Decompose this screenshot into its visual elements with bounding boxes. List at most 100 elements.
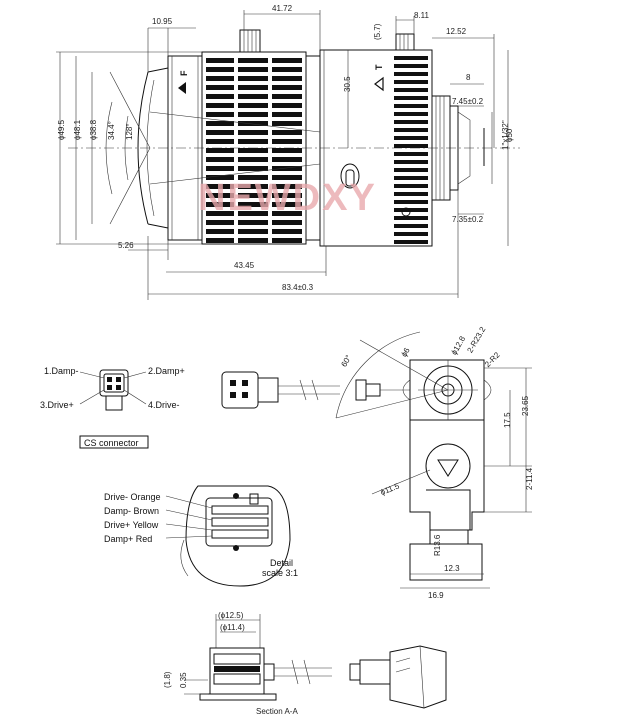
knurl-rib (206, 175, 234, 180)
rear-knurl-rib (394, 168, 428, 172)
wire-drive-minus: Drive- Orange (104, 492, 161, 502)
knurl-rib (272, 121, 302, 126)
knurl-rib (238, 229, 268, 234)
rear-knurl-rib (394, 240, 428, 244)
dim-r2: 2-R2 (483, 350, 502, 369)
knurl-rib (272, 58, 302, 63)
detail-caption: Detail (270, 558, 293, 568)
dim-thread: 1"x1/32" (501, 120, 510, 150)
knurl-rib (206, 238, 234, 243)
focus-arrow-icon (178, 82, 186, 94)
rear-knurl-rib (394, 152, 428, 156)
knurl-rib (272, 220, 302, 225)
knurl-rib (238, 58, 268, 63)
dim-phi12-8: ϕ12.8 (449, 334, 467, 356)
set-screw (401, 207, 411, 217)
knurl-rib (206, 211, 234, 216)
knurl-rib (206, 184, 234, 189)
rear-knurl-rib (394, 224, 428, 228)
zoom-arrow-icon (374, 76, 384, 92)
knurl-rib (206, 229, 234, 234)
dim-17-5: 17.5 (503, 412, 512, 428)
rear-knurl-rib (394, 72, 428, 76)
rear-knurl-rib (394, 208, 428, 212)
knurl-rib (238, 157, 268, 162)
dim-phi11-5: ϕ11.5 (379, 481, 401, 497)
dim-1-8: (1.8) (163, 671, 172, 688)
knurl-rib (238, 112, 268, 117)
zoom-lock-screw (395, 33, 415, 51)
wire-damp-plus: Damp+ Red (104, 534, 152, 544)
knurl-rib (272, 184, 302, 189)
knurl-rib (206, 193, 234, 198)
knurl-rib (238, 202, 268, 207)
front-glass (137, 71, 149, 225)
dim-r23-2: 2-R23.2 (465, 325, 487, 355)
rear-knurl-rib (394, 176, 428, 180)
knurl-rib (238, 94, 268, 99)
dim-angle-34-4: 34.4° (107, 121, 116, 140)
rear-knurl-rib (394, 160, 428, 164)
wire-drive-plus: Drive+ Yellow (104, 520, 159, 530)
rear-knurl-rib (394, 216, 428, 220)
dim-60-deg: 60° (339, 353, 353, 368)
rear-knurl-rib (394, 192, 428, 196)
rear-knurl-rib (394, 80, 428, 84)
dim-8: 8 (466, 73, 471, 82)
knurl-rib (206, 220, 234, 225)
knurl-rib (238, 76, 268, 81)
rear-knurl-rib (394, 184, 428, 188)
knurl-rib (272, 76, 302, 81)
rear-knurl-rib (394, 88, 428, 92)
connector-caption: CS connector (84, 438, 139, 448)
rear-knurl-rib (394, 104, 428, 108)
rear-knurl-rib (394, 128, 428, 132)
detail-scale: scale 3:1 (262, 568, 298, 578)
rear-knurl-rib (394, 112, 428, 116)
dim-41-72: 41.72 (272, 4, 293, 13)
knurl-rib (206, 76, 234, 81)
housing-outline (409, 359, 485, 531)
knurl-rib (272, 211, 302, 216)
knurl-rib (238, 130, 268, 135)
dim-12-52: 12.52 (446, 27, 467, 36)
knurl-ribs (206, 58, 302, 243)
dim-8-11: 8.11 (414, 11, 430, 20)
knurl-rib (238, 211, 268, 216)
dim-12-3: 12.3 (444, 564, 460, 573)
knurl-rib (272, 175, 302, 180)
dim-16-9: 16.9 (428, 591, 444, 600)
knurl-rib (272, 193, 302, 198)
knurl-rib (272, 148, 302, 153)
knurl-rib (272, 229, 302, 234)
knurl-rib (272, 139, 302, 144)
dim-30-5: 30.5 (343, 76, 352, 92)
knurl-rib (238, 85, 268, 90)
knurl-rib (206, 67, 234, 72)
knurl-rib (238, 175, 268, 180)
cs-connector-pinout: 1.Damp- 2.Damp+ 3.Drive+ 4.Drive- CS con… (40, 366, 185, 449)
knurl-rib (238, 67, 268, 72)
pin-4: 4.Drive- (148, 400, 180, 410)
knurl-rib (238, 193, 268, 198)
knurl-rib (206, 148, 234, 153)
dim-phi48-1: ϕ48.1 (73, 119, 82, 140)
rear-knurl-rib (394, 232, 428, 236)
pin-3: 3.Drive+ (40, 400, 74, 410)
knurl-rib (272, 130, 302, 135)
knurl-rib (272, 85, 302, 90)
dim-11-4: 2-11.4 (525, 467, 534, 490)
dim-23-65: 23.65 (521, 395, 530, 416)
watermark: NEWDXY (198, 177, 377, 219)
knurl-rib (206, 94, 234, 99)
dim-7-35: 7.35±0.2 (452, 215, 484, 224)
knurl-rib (206, 85, 234, 90)
knurl-rib (238, 238, 268, 243)
dim-angle-128: 128° (125, 123, 134, 140)
dim-7-45: 7.45±0.2 (452, 97, 484, 106)
rear-knurl-rib (394, 136, 428, 140)
knurl-rib (206, 103, 234, 108)
knurl-rib (272, 112, 302, 117)
wire-damp-minus: Damp- Brown (104, 506, 159, 516)
